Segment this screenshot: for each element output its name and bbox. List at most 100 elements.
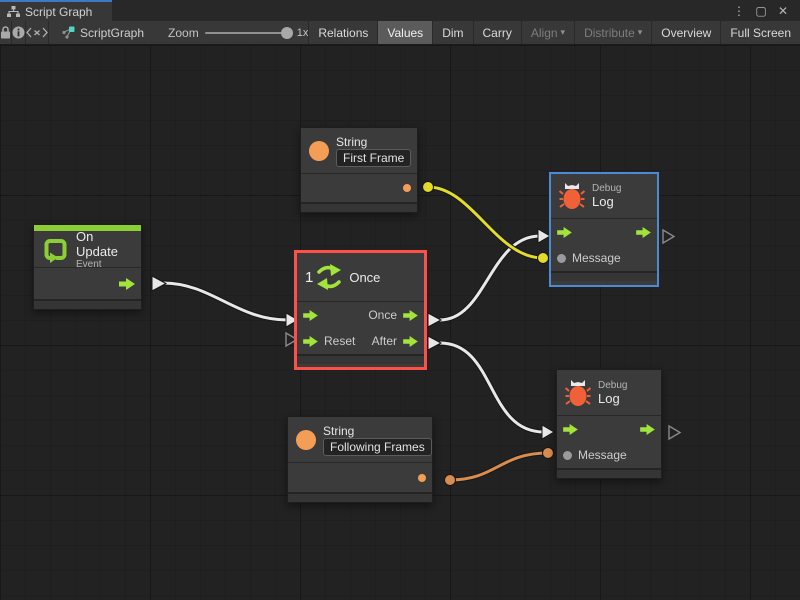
message-input-port[interactable]	[557, 253, 566, 263]
node-title: Log	[598, 390, 620, 406]
port-row	[301, 174, 417, 202]
node-string-following[interactable]: String Following Frames	[287, 416, 433, 503]
node-title: On Update	[76, 228, 118, 259]
node-debug-log-bottom[interactable]: Debug Log Message	[556, 369, 662, 479]
control-output-port-after[interactable]	[403, 335, 418, 347]
node-surtitle: Debug	[598, 379, 628, 391]
tab-script-graph[interactable]: Script Graph	[0, 0, 112, 21]
zoom-slider-handle[interactable]	[280, 26, 293, 39]
control-input-port[interactable]	[563, 423, 578, 435]
toolbar-buttons: Relations Values Dim Carry Align▾ Distri…	[308, 21, 800, 44]
script-graph-icon	[62, 26, 75, 39]
node-title: String	[323, 423, 355, 438]
lock-icon	[1, 26, 10, 39]
once-cycle-icon	[317, 264, 342, 290]
port-row: Message	[551, 245, 657, 271]
port-cap-debugbottom-out-empty[interactable]	[668, 424, 682, 441]
node-footer	[557, 468, 661, 478]
wire-dot-string2-out[interactable]	[444, 474, 456, 486]
wire-dot-string-out[interactable]	[422, 181, 434, 193]
string-output-port[interactable]	[418, 473, 426, 482]
on-update-loop-icon	[44, 238, 67, 263]
distribute-button[interactable]: Distribute▾	[574, 21, 651, 44]
string-literal-icon	[309, 140, 329, 161]
wire-dot-message-in[interactable]	[537, 252, 549, 264]
port-row	[34, 268, 141, 299]
port-cap-once-out2[interactable]	[427, 335, 443, 351]
event-color-bar	[34, 225, 141, 231]
node-header: Debug Log	[557, 370, 661, 416]
bug-icon	[565, 379, 591, 406]
info-button[interactable]	[12, 21, 26, 44]
port-row: Message	[557, 442, 661, 468]
overview-button[interactable]: Overview	[651, 21, 720, 44]
wire-string-message-bottom[interactable]	[449, 451, 549, 482]
node-title: String	[336, 134, 368, 149]
control-output-port[interactable]	[119, 277, 135, 290]
selection-outline-debug-top: Debug Log Message	[549, 172, 659, 287]
breadcrumb[interactable]: ScriptGraph	[49, 21, 154, 44]
wire-onupdate-once[interactable]	[162, 281, 289, 322]
node-debug-log-top[interactable]: Debug Log Message	[551, 174, 657, 285]
control-output-port[interactable]	[636, 226, 651, 238]
node-footer	[301, 202, 417, 212]
port-row: Once	[297, 302, 424, 328]
breadcrumb-label: ScriptGraph	[80, 25, 145, 40]
port-row	[288, 463, 432, 492]
string-output-port[interactable]	[403, 184, 411, 192]
message-input-port[interactable]	[563, 450, 572, 460]
graph-tab-icon	[7, 5, 20, 17]
maximize-icon[interactable]: ▢	[755, 3, 767, 18]
node-string-first[interactable]: String First Frame	[300, 127, 418, 213]
node-header: On Update Event	[34, 228, 141, 270]
port-cap-once-out1[interactable]	[427, 312, 443, 328]
bug-icon	[559, 183, 585, 209]
control-input-port[interactable]	[303, 309, 318, 321]
values-button[interactable]: Values	[377, 21, 433, 44]
full-screen-button[interactable]: Full Screen	[720, 21, 800, 44]
port-row	[557, 416, 661, 442]
wire-string-message-top[interactable]	[427, 185, 544, 260]
wire-dot-message2-in[interactable]	[542, 447, 554, 459]
node-footer	[288, 492, 432, 502]
string-value-input[interactable]: Following Frames	[323, 437, 432, 456]
node-header: String Following Frames	[288, 417, 432, 463]
node-header: Debug Log	[551, 174, 657, 219]
node-once[interactable]: 1 Once Once Reset After	[297, 253, 424, 367]
carry-button[interactable]: Carry	[472, 21, 521, 44]
port-row: Reset After	[297, 328, 424, 354]
node-surtitle: Debug	[592, 183, 622, 194]
port-row	[551, 219, 657, 245]
chevron-down-icon: ▾	[637, 27, 643, 37]
control-input-port-reset[interactable]	[303, 335, 318, 347]
title-bar: Script Graph ⋮ ▢ ✕	[0, 0, 800, 21]
graph-canvas[interactable]: String First Frame On Update Event	[0, 45, 800, 600]
node-on-update[interactable]: On Update Event	[33, 224, 142, 310]
zoom-control: Zoom 1x	[154, 21, 308, 44]
port-cap-once-reset-empty[interactable]	[285, 331, 299, 348]
wire-arrow-debugtop-in	[537, 228, 551, 244]
window-controls: ⋮ ▢ ✕	[730, 0, 800, 21]
port-label-once: Once	[368, 308, 397, 322]
wire-once-debugtop[interactable]	[439, 234, 541, 322]
string-value-input[interactable]: First Frame	[336, 148, 412, 167]
connection-wires	[151, 181, 682, 486]
control-output-port[interactable]	[640, 423, 655, 435]
align-button[interactable]: Align▾	[520, 21, 574, 44]
code-icon	[26, 27, 48, 38]
close-icon[interactable]: ✕	[777, 3, 789, 18]
once-count: 1	[305, 268, 314, 286]
control-input-port[interactable]	[557, 226, 572, 238]
lock-button[interactable]	[0, 21, 12, 44]
control-output-port-once[interactable]	[403, 309, 418, 321]
port-cap-debugtop-out-empty[interactable]	[662, 228, 676, 245]
string-literal-icon	[296, 429, 316, 450]
window-menu-icon[interactable]: ⋮	[733, 3, 745, 18]
wire-after-debugbottom[interactable]	[439, 341, 545, 434]
zoom-label: Zoom	[168, 25, 199, 40]
inspect-code-button[interactable]	[26, 21, 49, 44]
zoom-slider[interactable]	[204, 26, 293, 39]
dim-button[interactable]: Dim	[432, 21, 472, 44]
relations-button[interactable]: Relations	[308, 21, 377, 44]
port-cap-onupdate-out[interactable]	[151, 275, 168, 292]
